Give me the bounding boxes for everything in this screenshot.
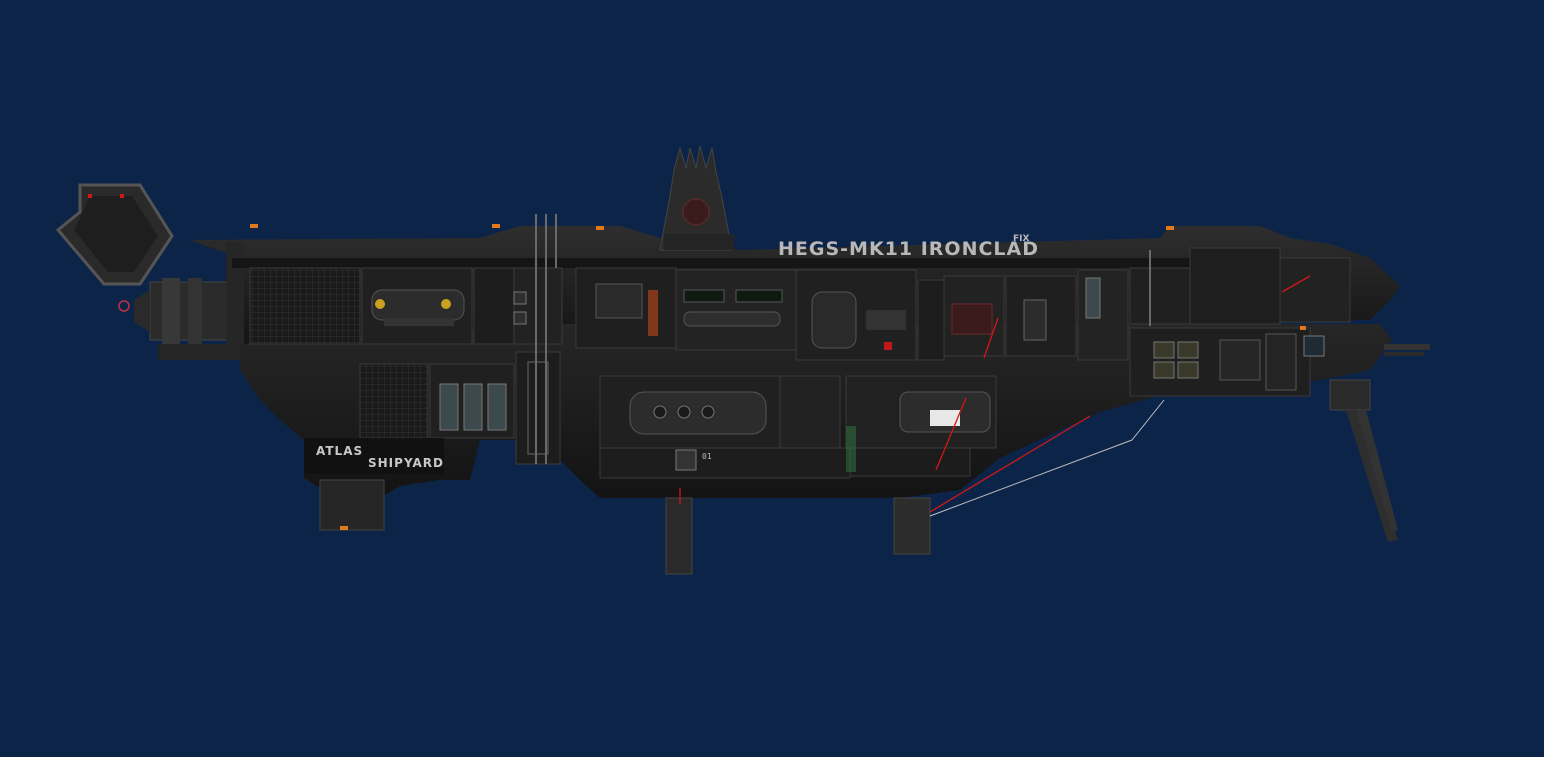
shipyard-plate [304,438,444,474]
orange-lights [250,224,1306,330]
lower-mid-rooms [599,375,997,479]
shipyard-label-line1: ATLAS [316,444,364,458]
upper-deck-rooms [249,247,1351,361]
top-turret [659,145,734,251]
ladders [535,214,1151,464]
bow-rooms [1129,327,1325,397]
bow-gun [1384,344,1430,356]
ship-name-superscript: FIX [1013,234,1030,244]
room-number-tag: 01 [702,452,712,461]
white-lines [929,399,1165,517]
shipyard-label-line2: SHIPYARD [368,456,444,470]
tail-fin [55,183,174,286]
ship-name-label: HEGS-MK11 IRONCLAD [778,238,1040,260]
lower-left-rooms [359,351,561,465]
red-lines [679,275,1311,513]
lower-cannon [1329,379,1398,542]
belly-pods [319,479,931,575]
